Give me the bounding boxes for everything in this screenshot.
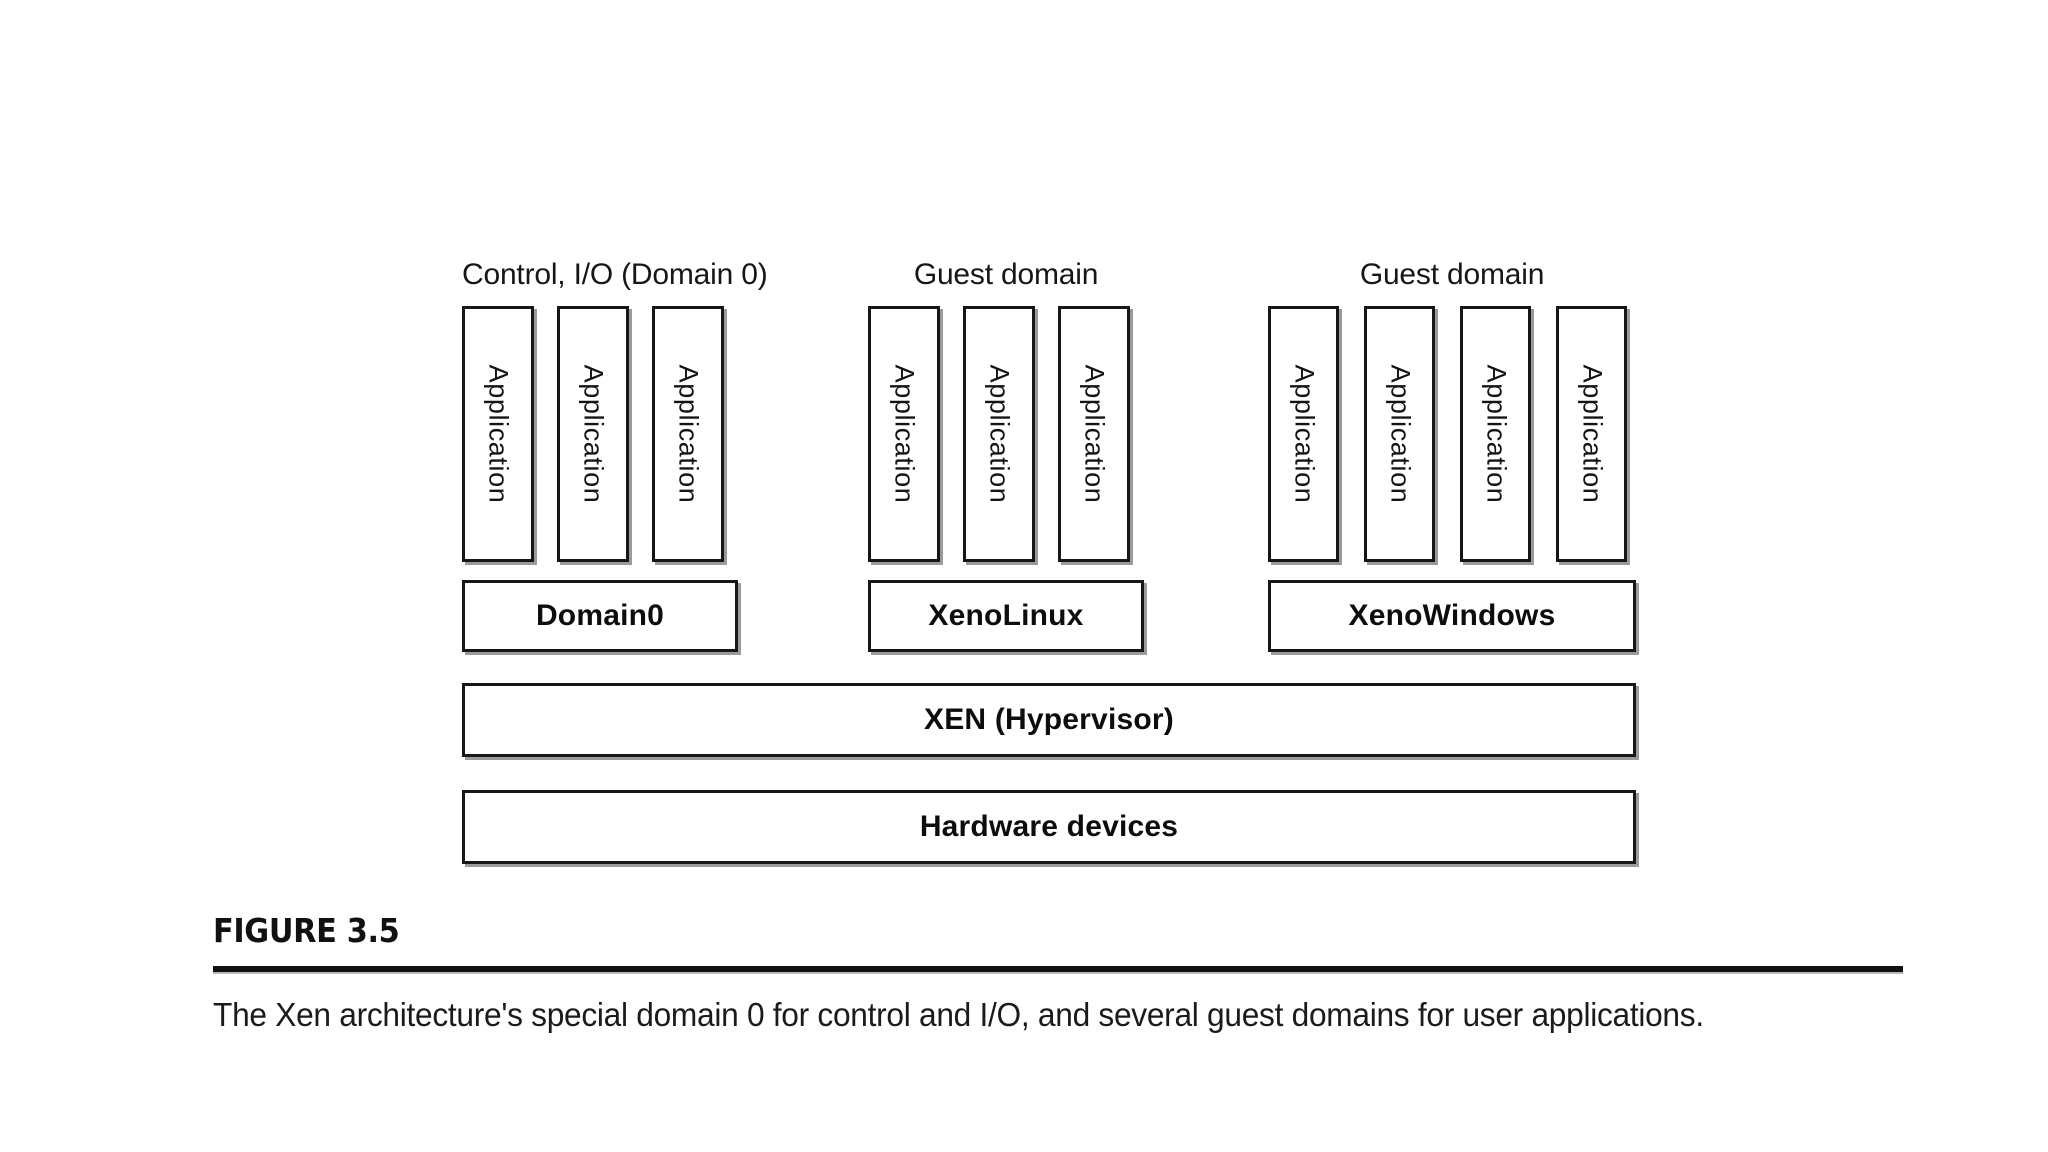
- figure-number: FIGURE 3.5: [213, 911, 400, 950]
- application-box[interactable]: Application: [1460, 306, 1531, 562]
- domain-group-control-io: Control, I/O (Domain 0) Application Appl…: [462, 258, 768, 658]
- application-label: Application: [483, 364, 514, 504]
- application-box[interactable]: Application: [1268, 306, 1339, 562]
- application-label: Application: [1079, 364, 1110, 504]
- application-row: Application Application Application: [462, 306, 724, 562]
- layer-box-hardware[interactable]: Hardware devices: [462, 790, 1636, 864]
- layer-box-hypervisor[interactable]: XEN (Hypervisor): [462, 683, 1636, 757]
- domain-group-label: Guest domain: [1359, 258, 1545, 291]
- application-label: Application: [1577, 364, 1607, 504]
- application-label: Application: [1385, 364, 1415, 504]
- application-box[interactable]: Application: [963, 306, 1035, 562]
- application-row: Application Application Application: [868, 306, 1130, 562]
- application-box[interactable]: Application: [1058, 306, 1130, 562]
- application-label: Application: [889, 364, 920, 504]
- domain-group-guest-linux: Guest domain Application Application App…: [868, 258, 1144, 658]
- os-box-domain0[interactable]: Domain0: [462, 580, 738, 652]
- os-box-xenolinux[interactable]: XenoLinux: [868, 580, 1144, 652]
- application-box[interactable]: Application: [868, 306, 940, 562]
- xen-architecture-diagram: Control, I/O (Domain 0) Application Appl…: [462, 258, 1636, 864]
- application-box[interactable]: Application: [1364, 306, 1435, 562]
- figure-caption-text: The Xen architecture's special domain 0 …: [213, 995, 1704, 1033]
- application-label: Application: [673, 364, 704, 504]
- figure-caption-block: FIGURE 3.5 The Xen architecture's specia…: [213, 912, 1903, 1035]
- application-label: Application: [984, 364, 1015, 504]
- domain-group-label: Guest domain: [913, 258, 1099, 291]
- domain-group-label: Control, I/O (Domain 0): [462, 258, 768, 291]
- application-row: Application Application Application Appl…: [1268, 306, 1627, 562]
- caption-divider: [213, 965, 1903, 972]
- os-box-xenowindows[interactable]: XenoWindows: [1268, 580, 1636, 652]
- application-box[interactable]: Application: [557, 306, 629, 562]
- application-box[interactable]: Application: [1556, 306, 1627, 562]
- application-box[interactable]: Application: [652, 306, 724, 562]
- application-label: Application: [1289, 364, 1319, 504]
- application-box[interactable]: Application: [462, 306, 534, 562]
- application-label: Application: [1481, 364, 1511, 504]
- application-label: Application: [578, 364, 609, 504]
- domain-group-guest-windows: Guest domain Application Application App…: [1268, 258, 1636, 658]
